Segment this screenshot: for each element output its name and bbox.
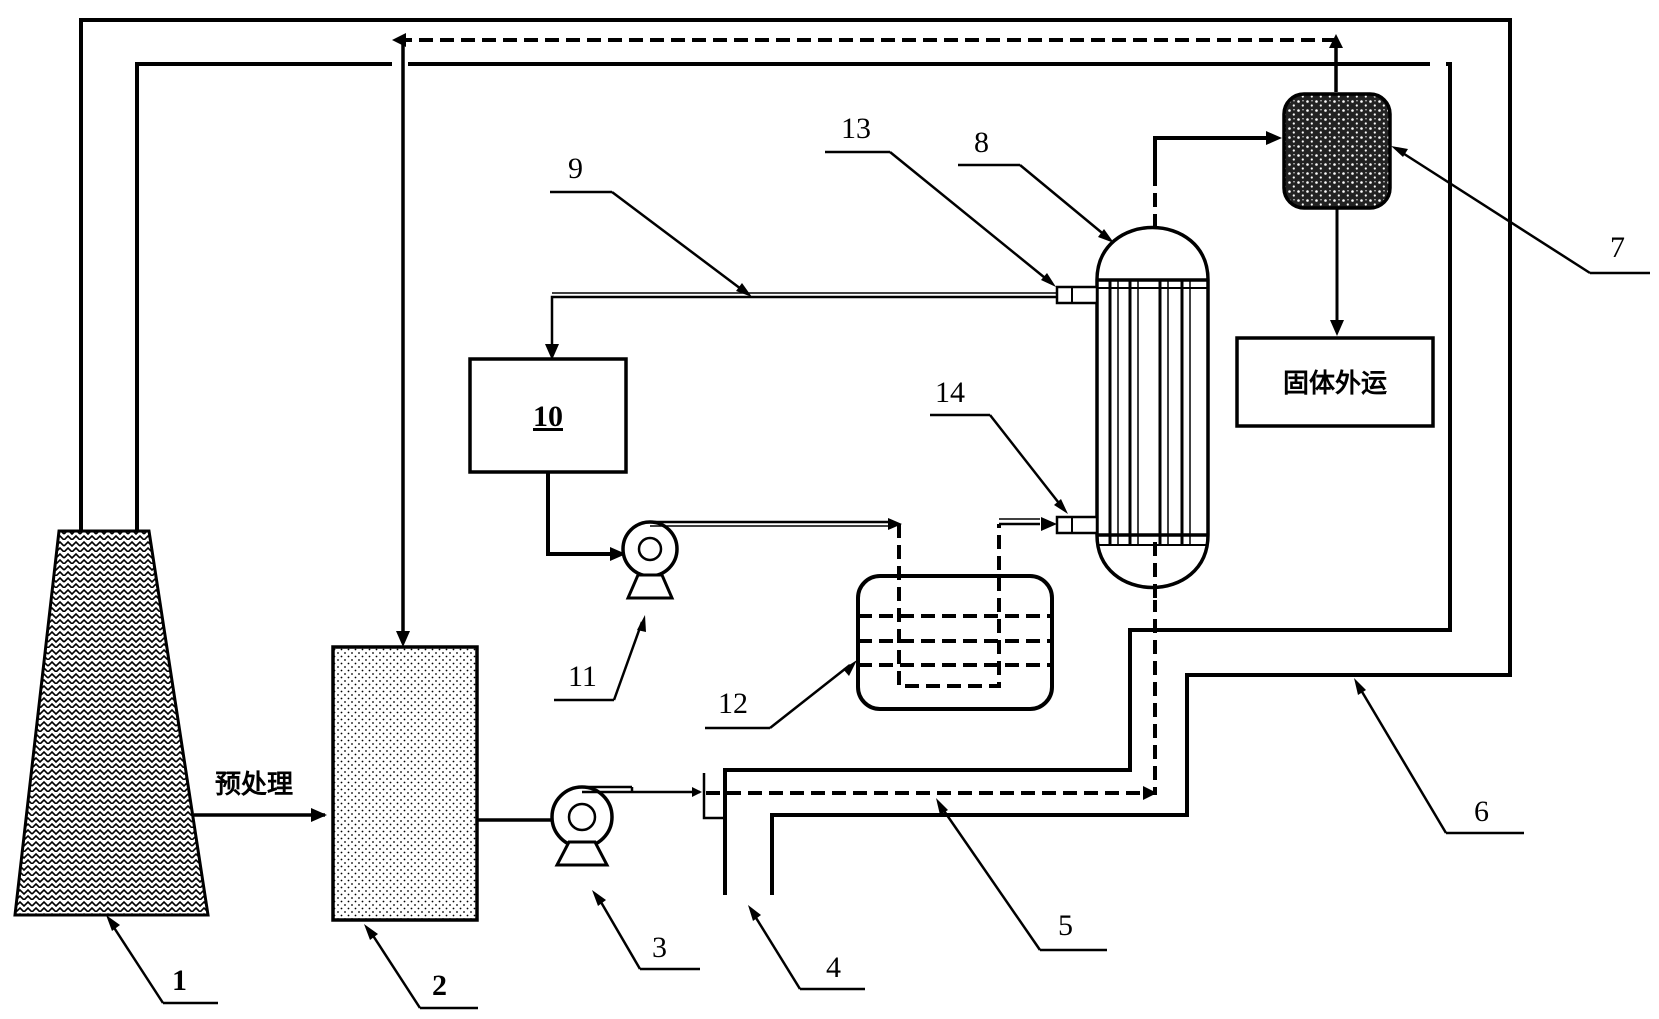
- lower-port: [1055, 515, 1099, 535]
- svg-text:7: 7: [1610, 231, 1625, 264]
- label-5: 5: [936, 798, 1107, 952]
- stack: [13, 529, 210, 917]
- main-pump: [550, 785, 702, 867]
- unit-to-pump-line: [546, 472, 626, 561]
- svg-text:6: 6: [1474, 795, 1489, 828]
- label-8: 8: [958, 126, 1114, 243]
- label-4: 4: [748, 905, 865, 991]
- outlet-line: [545, 292, 1057, 360]
- inlet-tube: [702, 773, 725, 820]
- label-1: 1: [106, 915, 218, 1005]
- label-3: 3: [592, 890, 700, 971]
- pretreatment-label: 预处理: [215, 770, 293, 800]
- svg-text:12: 12: [718, 687, 748, 720]
- storage-tank: [856, 517, 1057, 711]
- flue-outer-pipe: [79, 18, 1512, 895]
- filter: [1282, 92, 1392, 210]
- label-11: 11: [554, 615, 646, 702]
- svg-text:3: 3: [652, 931, 667, 964]
- svg-text:4: 4: [826, 951, 841, 984]
- label-6: 6: [1354, 678, 1524, 835]
- filter-to-export-line: [1330, 208, 1344, 336]
- svg-text:8: 8: [974, 126, 989, 159]
- solid-export-label: 固体外运: [1283, 369, 1387, 399]
- unit-box: [468, 357, 628, 474]
- gas-pipe: [706, 600, 1157, 800]
- reactor-to-filter-line: [1153, 131, 1282, 175]
- solid-export-box: 固体外运: [1235, 336, 1435, 428]
- reactor: [1095, 175, 1210, 598]
- svg-text:5: 5: [1058, 909, 1073, 942]
- svg-text:13: 13: [841, 112, 871, 145]
- label-9: 9: [550, 152, 752, 297]
- label-10: 10: [533, 400, 563, 433]
- label-2: 2: [364, 924, 478, 1010]
- recycle-line: [392, 33, 1343, 647]
- svg-text:11: 11: [568, 660, 597, 693]
- pretreatment-arrow: 预处理: [194, 770, 327, 822]
- svg-text:9: 9: [568, 152, 583, 185]
- svg-text:2: 2: [432, 969, 447, 1002]
- label-14: 14: [930, 376, 1068, 514]
- label-12: 12: [705, 660, 857, 730]
- pretreatment-tank: [331, 645, 479, 922]
- svg-text:1: 1: [172, 964, 187, 997]
- small-pump: [621, 518, 902, 600]
- upper-port: [1055, 285, 1099, 305]
- svg-text:10: 10: [533, 400, 563, 433]
- svg-text:14: 14: [935, 376, 965, 409]
- label-13: 13: [825, 112, 1056, 287]
- label-7: 7: [1391, 146, 1650, 275]
